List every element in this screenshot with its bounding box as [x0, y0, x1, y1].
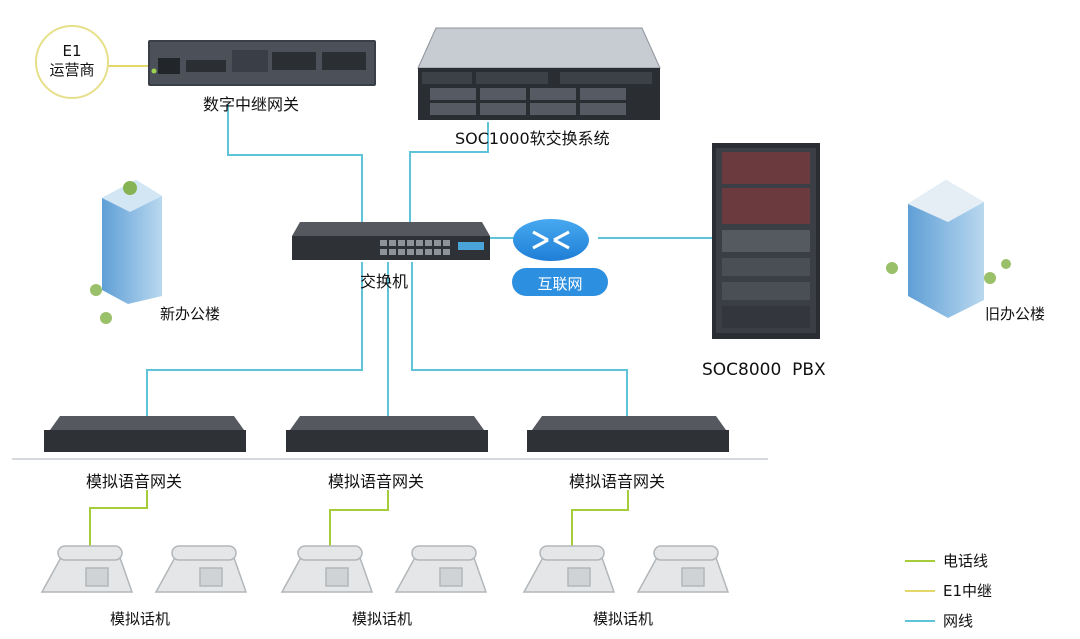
analog-gateway-label-2: 模拟语音网关	[328, 472, 425, 491]
phones-label-2: 模拟话机	[352, 610, 413, 628]
soc1000-label: SOC1000软交换系统	[455, 129, 610, 148]
soc8000-label: SOC8000 PBX	[702, 360, 826, 380]
legend-swatch	[905, 619, 935, 622]
cable-gateway-switch	[227, 104, 363, 225]
phone-line-set-3	[571, 490, 629, 548]
digital-gateway-label: 数字中继网关	[203, 95, 300, 114]
new-building-icon	[90, 180, 162, 324]
new-building-label: 新办公楼	[160, 305, 221, 323]
old-building-icon	[886, 180, 1011, 318]
analog-gateway-device-1	[44, 416, 246, 452]
cable-switch-gw1	[146, 262, 363, 417]
analog-gateway-device-3	[527, 416, 729, 452]
analog-phone-3b	[636, 545, 730, 593]
analog-gateway-label-1: 模拟语音网关	[86, 472, 183, 491]
phone-line-set-1	[89, 490, 148, 548]
analog-phone-2b	[394, 545, 488, 593]
analog-phone-2a	[280, 545, 374, 593]
phones-label-3: 模拟话机	[593, 610, 654, 628]
internet-router-icon	[512, 219, 608, 296]
analog-phone-3a	[522, 545, 616, 593]
soc1000-server-device	[417, 27, 661, 120]
digital-gateway-device	[148, 40, 376, 86]
old-building-label: 旧办公楼	[985, 305, 1046, 323]
legend-swatch	[905, 589, 935, 592]
legend-swatch	[905, 559, 935, 562]
legend-network-cable: 网线	[905, 610, 973, 631]
legend-label: E1中继	[943, 582, 993, 600]
analog-gateway-label-3: 模拟语音网关	[569, 472, 666, 491]
analog-phone-1a	[40, 545, 134, 593]
legend-label: 网线	[943, 612, 974, 630]
internet-label: 互联网	[537, 275, 583, 293]
switch-label: 交换机	[360, 272, 409, 291]
e1-carrier-circle	[35, 25, 109, 99]
phones-label-1: 模拟话机	[110, 610, 171, 628]
legend-phone-line: 电话线	[905, 550, 988, 571]
phone-line-set-2	[329, 490, 389, 548]
legend-e1-trunk: E1中继	[905, 580, 992, 601]
e1-carrier-label: E1 运营商	[49, 42, 95, 79]
network-cables	[146, 104, 712, 417]
cable-soc1000-switch	[409, 122, 489, 225]
analog-gateway-device-2	[286, 416, 488, 452]
legend-label: 电话线	[943, 552, 989, 570]
analog-phone-1b	[154, 545, 248, 593]
network-switch-device	[292, 222, 490, 260]
cable-switch-gw3	[411, 262, 628, 417]
phone-lines	[89, 490, 629, 548]
soc8000-cabinet-device	[712, 143, 820, 339]
